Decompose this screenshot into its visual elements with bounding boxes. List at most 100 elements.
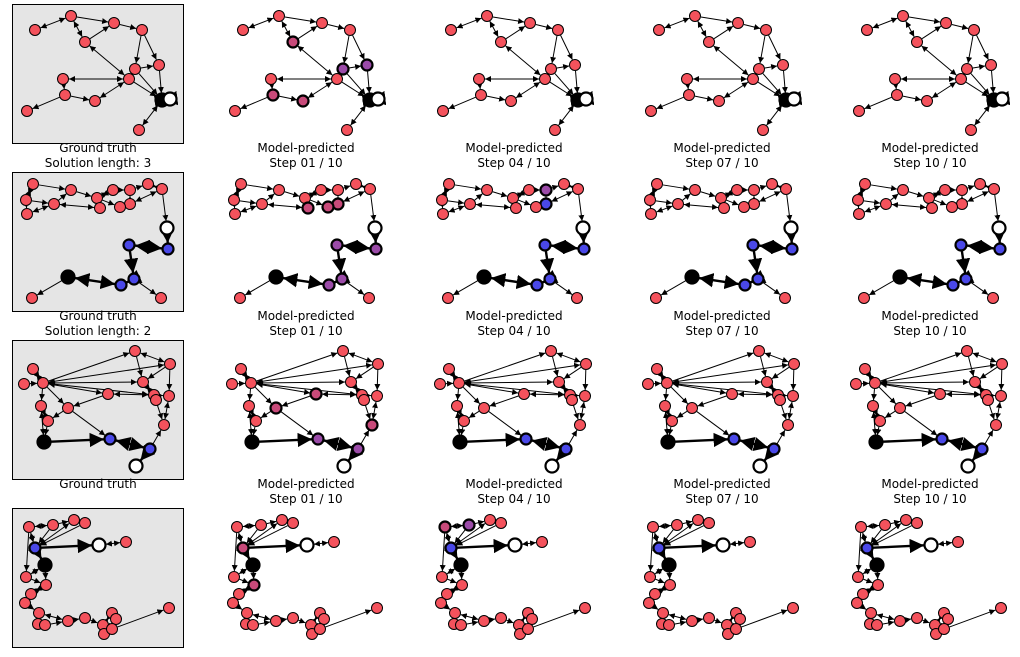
- graph-node: [644, 571, 656, 583]
- graph-node: [982, 394, 994, 406]
- graph-node: [553, 376, 565, 388]
- graph-node: [965, 124, 977, 136]
- graph-edge: [242, 523, 256, 529]
- graph-edge: [258, 432, 313, 448]
- graph-node: [29, 24, 41, 36]
- graph-edge: [518, 199, 531, 206]
- graph-node: [894, 402, 906, 414]
- graph-node: [68, 514, 80, 526]
- graph-node: [889, 73, 901, 85]
- graph-edge: [266, 193, 275, 201]
- graph-node: [752, 458, 768, 474]
- graph-node: [552, 24, 564, 36]
- graph-node: [767, 442, 781, 456]
- graph-node: [110, 613, 122, 625]
- graph-edge: [123, 250, 139, 274]
- graph-edge: [447, 577, 457, 584]
- row0-col0-graph: [21, 10, 179, 136]
- graph-edge: [32, 96, 60, 110]
- graph-node: [57, 73, 69, 85]
- graph-edge: [102, 613, 113, 625]
- graph-edge: [348, 352, 373, 363]
- graph-edge: [31, 577, 41, 584]
- graph-edge: [759, 184, 767, 191]
- graph-edge: [521, 540, 537, 547]
- graph-edge: [932, 189, 942, 199]
- graph-edge: [162, 194, 169, 222]
- graph-edge: [870, 184, 898, 192]
- graph-edge: [231, 532, 238, 572]
- graph-edge: [52, 410, 64, 419]
- graph-node: [686, 402, 698, 414]
- graph-edge: [672, 382, 727, 395]
- graph-edge: [739, 436, 769, 452]
- graph-edge: [48, 362, 165, 385]
- graph-edge: [252, 613, 271, 621]
- graph-node: [968, 24, 980, 36]
- graph-edge: [365, 70, 372, 94]
- graph-node: [481, 184, 493, 196]
- graph-edge: [459, 426, 466, 436]
- caption-model-predicted: Model-predicted: [257, 141, 355, 155]
- graph-node: [18, 378, 30, 390]
- graph-node: [543, 272, 557, 286]
- prediction-panel: [636, 508, 808, 648]
- graph-edge: [551, 191, 573, 202]
- row3-col2-graph: [435, 514, 591, 640]
- graph-edge: [307, 81, 333, 99]
- graph-node: [437, 208, 449, 220]
- graph-node: [566, 394, 578, 406]
- graph-node: [120, 536, 132, 548]
- graph-node: [473, 73, 485, 85]
- graph-edge: [240, 96, 268, 110]
- graph-node: [42, 415, 54, 427]
- graph-node: [114, 278, 128, 292]
- graph-node: [956, 198, 968, 210]
- graph-node: [985, 59, 997, 71]
- graph-node: [911, 517, 923, 529]
- graph-node: [579, 602, 591, 614]
- row0-col3-graph: [645, 10, 803, 136]
- graph-node: [715, 537, 731, 553]
- graph-node: [27, 363, 39, 375]
- graph-node: [269, 401, 283, 415]
- graph-node: [495, 36, 507, 48]
- caption-step: Step 04 / 10: [477, 324, 551, 338]
- graph-edge: [880, 362, 997, 385]
- graph-node: [89, 95, 101, 107]
- ground-truth-panel: [12, 4, 184, 144]
- graph-node: [47, 519, 59, 531]
- graph-edge: [694, 95, 714, 102]
- graph-edge: [135, 191, 157, 202]
- graph-node: [59, 89, 71, 101]
- graph-node: [127, 272, 141, 286]
- graph-node: [227, 597, 239, 609]
- graph-edge: [781, 70, 788, 94]
- row2-col3-graph: [642, 345, 800, 474]
- graph-edge: [871, 411, 878, 436]
- row1-col0-graph: [20, 178, 175, 304]
- graph-node: [129, 345, 141, 357]
- graph-edge: [281, 395, 311, 407]
- caption-model-predicted: Model-predicted: [673, 141, 771, 155]
- graph-edge: [347, 444, 364, 462]
- caption-solution-length: Solution length: 2: [44, 324, 152, 338]
- graph-node: [476, 269, 492, 285]
- graph-edge: [239, 199, 257, 206]
- graph-node: [495, 517, 507, 529]
- graph-node: [345, 376, 357, 388]
- graph-edge: [466, 432, 521, 448]
- graph-edge: [971, 444, 988, 462]
- graph-edge: [863, 577, 873, 584]
- graph-edge: [58, 193, 67, 201]
- graph-node: [244, 434, 260, 450]
- graph-edge: [937, 540, 953, 547]
- graph-node: [226, 378, 238, 390]
- graph-edge: [258, 620, 271, 627]
- graph-edge: [652, 532, 660, 543]
- graph-edge: [871, 523, 902, 545]
- graph-edge: [904, 617, 912, 624]
- graph-edge: [747, 250, 763, 274]
- graph-node: [580, 358, 592, 370]
- graph-edge: [297, 45, 333, 76]
